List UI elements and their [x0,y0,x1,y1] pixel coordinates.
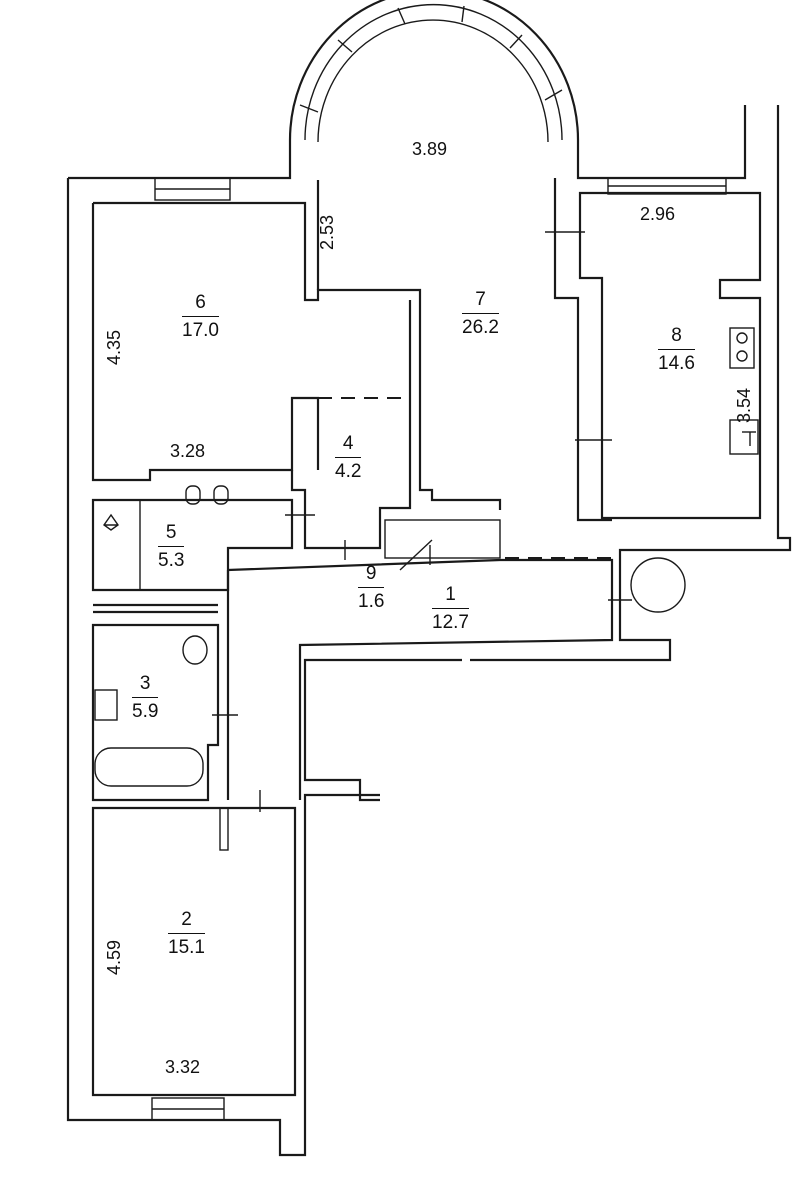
toilet-icon [185,485,201,505]
outer-wall [68,0,747,180]
toilet-icon-room-3 [182,635,208,665]
dimension-room2-depth: 4.59 [104,939,124,975]
dimension-room7-width: 3.89 [412,139,448,159]
room-label-6: 6 17.0 [182,293,219,340]
dimension-room8-width: 2.96 [640,204,676,224]
bay-window-mullions [299,5,563,113]
bathtub-icon [94,747,204,787]
room-area: 1.6 [358,591,385,612]
room-1-walls [226,558,614,800]
dimension-room8-depth: 3.54 [734,387,754,423]
stove-icon [729,327,755,369]
room-area: 5.9 [132,701,159,722]
room-area: 5.3 [158,550,185,571]
shower-icon [103,513,119,531]
room-number: 6 [182,293,219,317]
room-number: 3 [132,674,159,698]
room-label-3: 3 5.9 [132,674,159,722]
dimension-room2-width: 3.32 [165,1057,201,1077]
room-area: 26.2 [462,317,499,338]
dimension-room6-width: 3.28 [170,441,206,461]
room-area: 4.2 [335,461,362,482]
bidet-icon [213,485,229,505]
outer-wall-bottom [66,178,380,1157]
room-number: 4 [335,434,362,458]
room-number: 9 [358,564,385,588]
room-4-walls [290,300,412,550]
bay-window [304,3,563,143]
room-area: 14.6 [658,353,695,374]
room-label-1: 1 12.7 [432,585,469,632]
room-label-5: 5 5.3 [158,523,185,571]
room-7-left-wall [316,180,502,510]
room-number: 5 [158,523,185,547]
door-ticks [212,231,632,812]
room-number: 8 [658,326,695,350]
dimension-room6-depth: 4.35 [104,329,124,365]
room-label-2: 2 15.1 [168,910,205,957]
room-label-9: 9 1.6 [358,564,385,612]
room-area: 15.1 [168,937,205,958]
outer-wall-right [303,105,792,802]
room-area: 12.7 [432,612,469,633]
room-label-8: 8 14.6 [658,326,695,373]
room-7-right-wall [553,178,612,522]
room-number: 1 [432,585,469,609]
room-label-4: 4 4.2 [335,434,362,482]
dimension-room7-depth: 2.53 [317,214,337,250]
sink-icon [729,419,759,455]
room-number: 2 [168,910,205,934]
room-3-walls [91,623,220,802]
room-8-walls [578,191,762,520]
shaft-icon [630,557,686,613]
room-label-7: 7 26.2 [462,290,499,337]
room-number: 7 [462,290,499,314]
sink-icon-room-3 [94,689,118,721]
room-area: 17.0 [182,320,219,341]
room-6-walls [91,201,422,482]
room-5-walls [91,498,294,592]
